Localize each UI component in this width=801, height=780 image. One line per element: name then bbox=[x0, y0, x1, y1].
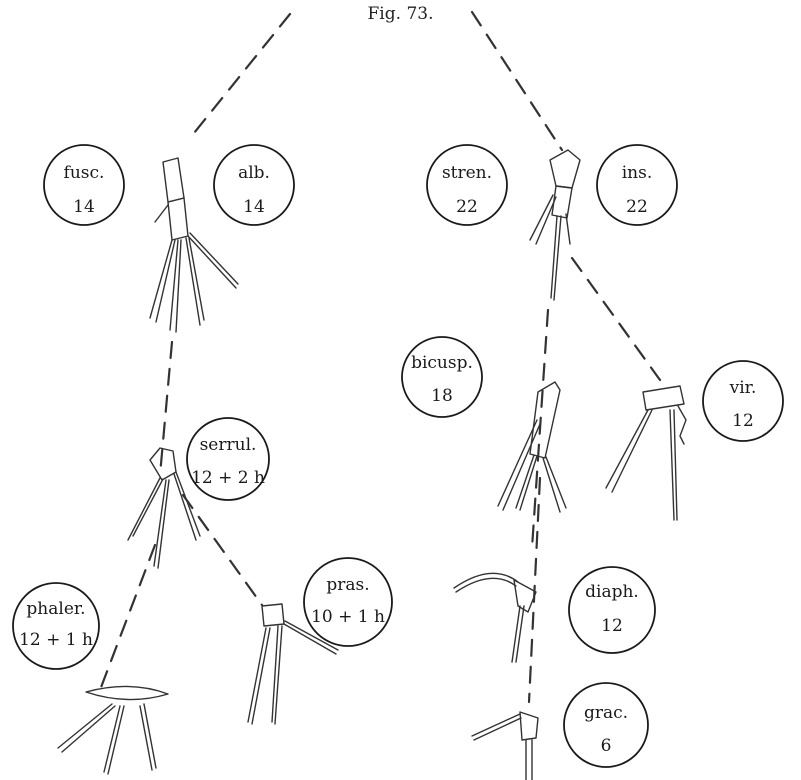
lineage-line bbox=[188, 12, 292, 140]
lineage-line bbox=[98, 543, 157, 692]
mandible-sketch-diaph bbox=[453, 572, 537, 663]
species-name: bicusp. bbox=[411, 353, 473, 373]
species-name: ins. bbox=[622, 163, 653, 183]
species-name: pras. bbox=[326, 575, 369, 595]
species-name: stren. bbox=[442, 163, 492, 183]
species-count: 22 bbox=[626, 197, 648, 217]
species-count: 14 bbox=[243, 197, 265, 217]
species-node-bicusp: bicusp. 18 bbox=[401, 336, 483, 418]
species-name: vir. bbox=[729, 378, 757, 398]
mandible-sketch-vir bbox=[605, 385, 687, 521]
lineage-line bbox=[570, 256, 662, 382]
species-node-stren: stren. 22 bbox=[426, 144, 508, 226]
species-node-pras: pras. 10 + 1 h bbox=[303, 557, 393, 647]
species-name: phaler. bbox=[26, 599, 85, 619]
species-name: serrul. bbox=[200, 435, 257, 455]
mandible-sketch-stren-ins bbox=[529, 149, 581, 301]
species-name: fusc. bbox=[64, 163, 105, 183]
mandible-sketch-pras bbox=[247, 603, 339, 725]
mandible-sketch-fusc-alb bbox=[149, 157, 239, 333]
species-count: 6 bbox=[601, 736, 612, 756]
mandible-sketch-phaler bbox=[57, 685, 169, 775]
species-node-serrul: serrul. 12 + 2 h bbox=[186, 417, 270, 501]
species-count: 18 bbox=[431, 386, 453, 406]
lineage-line bbox=[470, 10, 564, 152]
species-count: 10 + 1 h bbox=[311, 607, 385, 627]
species-name: diaph. bbox=[585, 582, 639, 602]
species-node-phaler: phaler. 12 + 1 h bbox=[12, 582, 100, 670]
species-node-ins: ins. 22 bbox=[596, 144, 678, 226]
species-count: 14 bbox=[73, 197, 95, 217]
mandible-sketch-serrul bbox=[127, 447, 201, 569]
species-node-vir: vir. 12 bbox=[702, 360, 784, 442]
species-count: 22 bbox=[456, 197, 478, 217]
mandible-sketch-bicusp bbox=[497, 381, 567, 513]
species-count: 12 + 1 h bbox=[19, 630, 93, 650]
figure-title: Fig. 73. bbox=[367, 4, 434, 24]
species-name: alb. bbox=[238, 163, 270, 183]
species-name: grac. bbox=[584, 703, 628, 723]
species-count: 12 bbox=[732, 411, 754, 431]
species-node-grac: grac. 6 bbox=[563, 682, 649, 768]
species-node-alb: alb. 14 bbox=[213, 144, 295, 226]
lineage-line bbox=[181, 493, 264, 607]
species-count: 12 + 2 h bbox=[191, 468, 265, 488]
lineage-line bbox=[527, 476, 542, 704]
mandible-sketch-grac bbox=[471, 711, 539, 780]
lineage-line bbox=[530, 308, 550, 550]
lineage-line bbox=[158, 340, 174, 477]
species-count: 12 bbox=[601, 616, 623, 636]
species-node-diaph: diaph. 12 bbox=[568, 566, 656, 654]
species-node-fusc: fusc. 14 bbox=[43, 144, 125, 226]
